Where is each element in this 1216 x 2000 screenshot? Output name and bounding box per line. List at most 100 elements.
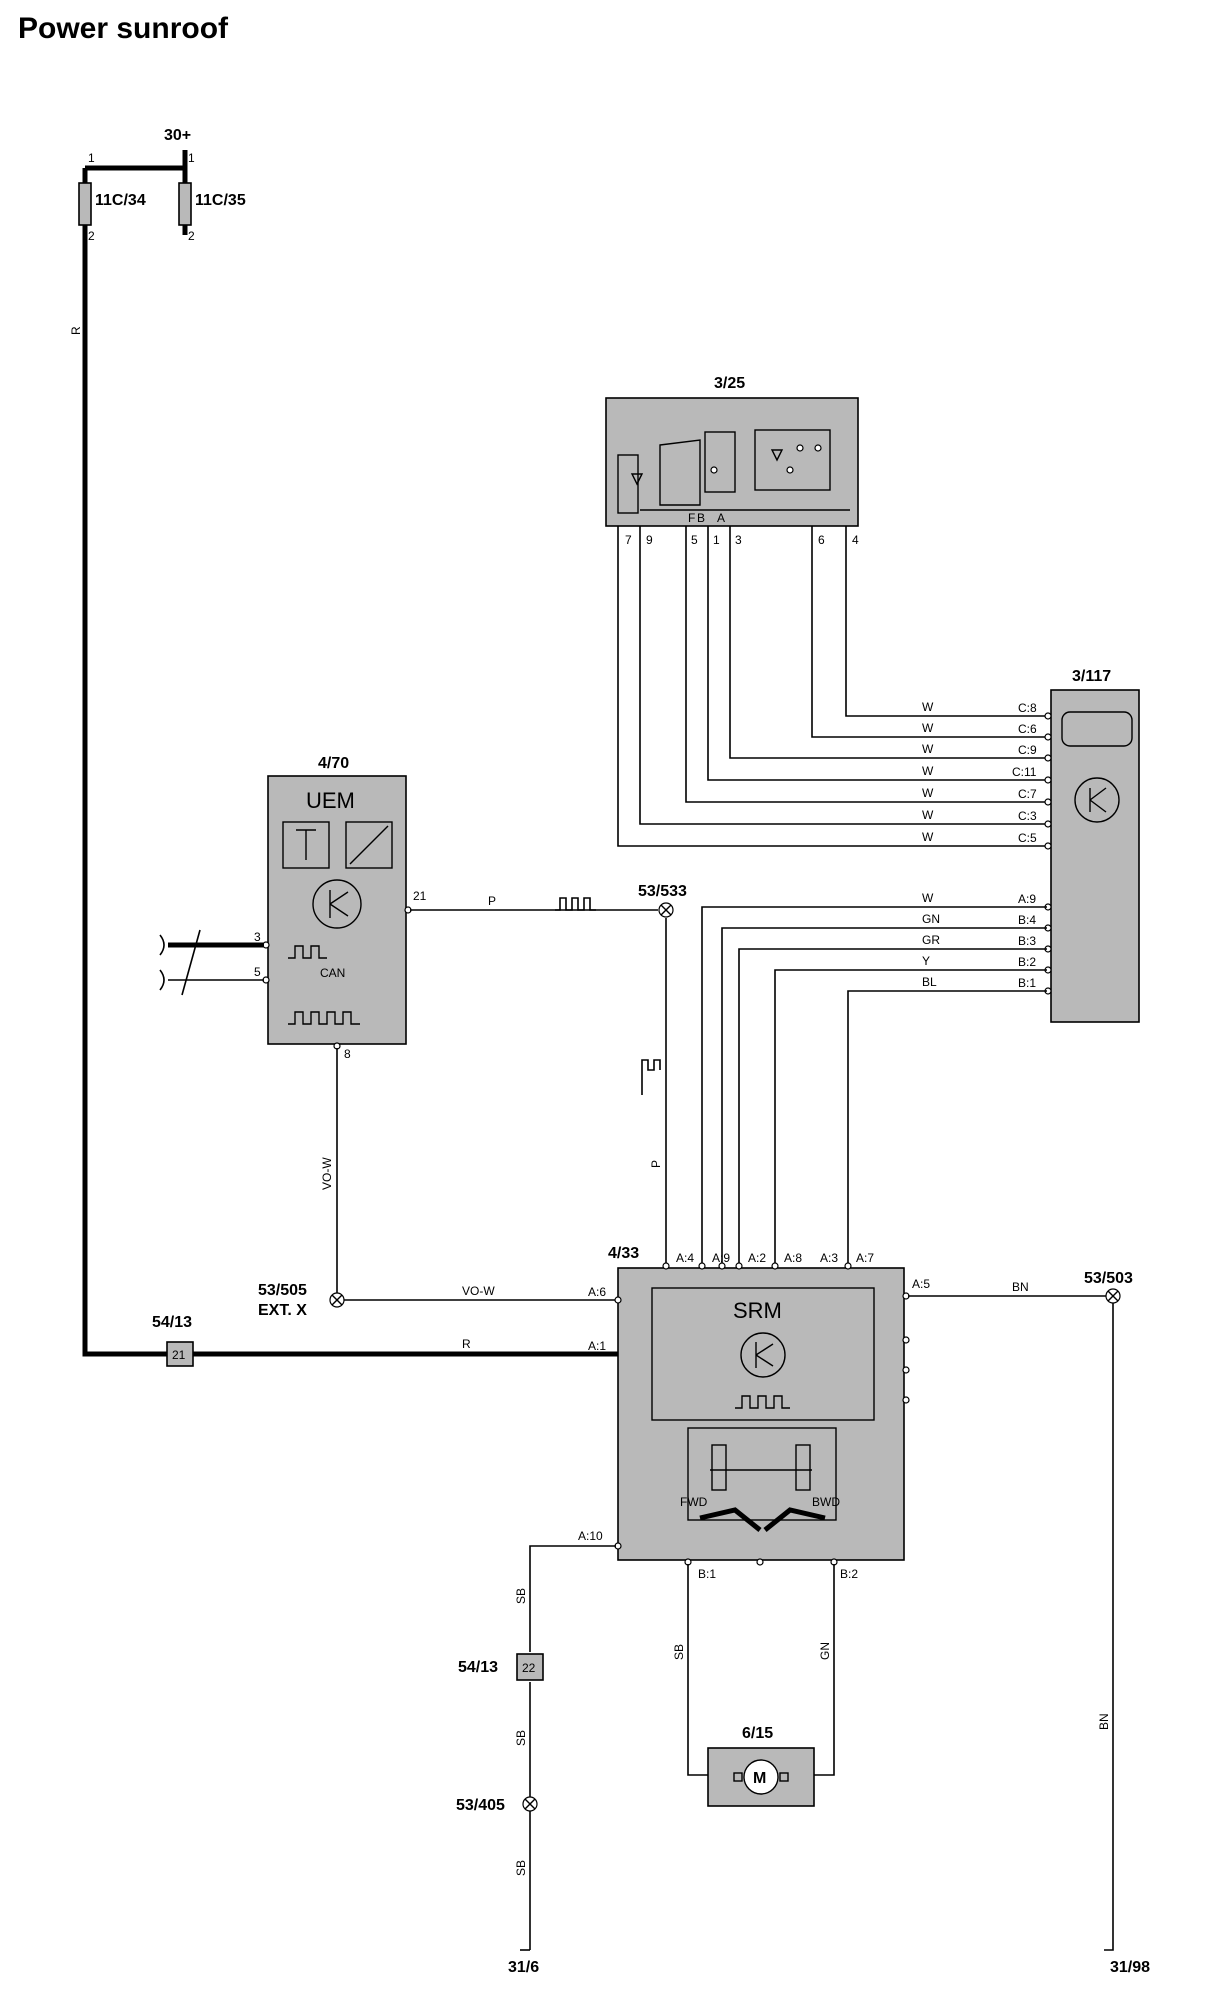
uem-name: UEM bbox=[306, 788, 355, 813]
wire-sb-ground: SB SB SB bbox=[514, 1545, 616, 1951]
svg-text:C:11: C:11 bbox=[1012, 765, 1037, 779]
can-bus-wires bbox=[159, 929, 264, 996]
fuse2-pin1: 1 bbox=[188, 151, 195, 165]
svg-text:F: F bbox=[688, 511, 695, 525]
svg-text:BN: BN bbox=[1097, 1713, 1111, 1730]
svg-text:W: W bbox=[922, 786, 934, 800]
uem-can: CAN bbox=[320, 966, 345, 980]
svg-text:SB: SB bbox=[514, 1730, 528, 1746]
svg-text:3: 3 bbox=[254, 930, 261, 944]
svg-text:GN: GN bbox=[922, 912, 940, 926]
svg-text:P: P bbox=[488, 894, 496, 908]
svg-text:GR: GR bbox=[922, 933, 940, 947]
svg-text:C:8: C:8 bbox=[1018, 701, 1037, 715]
svg-text:A:9: A:9 bbox=[712, 1251, 730, 1265]
svg-text:A:6: A:6 bbox=[588, 1285, 606, 1299]
svg-text:C:3: C:3 bbox=[1018, 809, 1037, 823]
svg-text:A:10: A:10 bbox=[578, 1529, 603, 1543]
svg-text:VO-W: VO-W bbox=[320, 1157, 334, 1190]
svg-text:A:7: A:7 bbox=[856, 1251, 874, 1265]
splice-53-405: 53/405 bbox=[456, 1796, 538, 1814]
motor-ref: 6/15 bbox=[742, 1725, 773, 1742]
svg-text:53/503: 53/503 bbox=[1084, 1270, 1133, 1287]
uem-module: 4/70 UEM CAN 21 3 5 8 bbox=[254, 755, 427, 1061]
svg-text:22: 22 bbox=[522, 1661, 536, 1675]
switch-3-25: 3/25 F B A 7 9 5 1 3 6 4 bbox=[605, 375, 859, 547]
fuse1-pin2: 2 bbox=[88, 229, 95, 243]
wires-switch-to-module: W W W W W W W bbox=[617, 526, 1047, 847]
fuse-11c35 bbox=[178, 182, 192, 226]
svg-text:FWD: FWD bbox=[680, 1495, 708, 1509]
svg-text:W: W bbox=[922, 721, 934, 735]
svg-text:A:8: A:8 bbox=[784, 1251, 802, 1265]
svg-text:A:4: A:4 bbox=[676, 1251, 694, 1265]
module-ref: 3/117 bbox=[1072, 668, 1111, 685]
svg-text:SB: SB bbox=[514, 1588, 528, 1604]
svg-text:A: A bbox=[717, 511, 725, 525]
wires-module-to-srm: W GN GR Y BL bbox=[701, 891, 1047, 1265]
svg-text:C:7: C:7 bbox=[1018, 787, 1037, 801]
svg-text:B:4: B:4 bbox=[1018, 913, 1036, 927]
fuse1-label: 11C/34 bbox=[95, 192, 146, 209]
svg-text:54/13: 54/13 bbox=[458, 1659, 498, 1676]
svg-text:A:1: A:1 bbox=[588, 1339, 606, 1353]
svg-text:W: W bbox=[922, 891, 934, 905]
module-3-117: 3/117 C:8 C:6 C:9 C:11 C:7 C:3 C:5 A:9 B… bbox=[1012, 668, 1140, 1023]
svg-text:A:2: A:2 bbox=[748, 1251, 766, 1265]
fuse1-pin1: 1 bbox=[88, 151, 95, 165]
motor-6-15: 6/15 M bbox=[707, 1725, 815, 1807]
srm-module: 4/33 SRM FWD BWD A:4 A:9 A:2 A:8 A:3 A:7… bbox=[578, 1245, 930, 1581]
svg-text:21: 21 bbox=[172, 1348, 186, 1362]
svg-text:B:3: B:3 bbox=[1018, 934, 1036, 948]
uem-ref: 4/70 bbox=[318, 755, 349, 772]
svg-text:B:2: B:2 bbox=[840, 1567, 858, 1581]
switch-ref: 3/25 bbox=[714, 375, 745, 392]
svg-text:GN: GN bbox=[818, 1642, 832, 1660]
svg-text:P: P bbox=[649, 1160, 663, 1168]
svg-text:A:3: A:3 bbox=[820, 1251, 838, 1265]
svg-text:A:5: A:5 bbox=[912, 1277, 930, 1291]
connector-54-13-22: 54/13 22 bbox=[458, 1653, 544, 1681]
svg-text:W: W bbox=[922, 742, 934, 756]
svg-text:9: 9 bbox=[646, 533, 653, 547]
srm-ref: 4/33 bbox=[608, 1245, 639, 1262]
svg-text:C:5: C:5 bbox=[1018, 831, 1037, 845]
svg-text:BWD: BWD bbox=[812, 1495, 840, 1509]
svg-text:VO-W: VO-W bbox=[462, 1284, 495, 1298]
svg-text:3: 3 bbox=[735, 533, 742, 547]
wire-r-feed: R R bbox=[69, 235, 645, 1357]
svg-text:SB: SB bbox=[672, 1644, 686, 1660]
svg-text:C:6: C:6 bbox=[1018, 722, 1037, 736]
svg-text:53/405: 53/405 bbox=[456, 1797, 505, 1814]
svg-text:53/533: 53/533 bbox=[638, 883, 687, 900]
wire-vo-w: VO-W VO-W bbox=[320, 1048, 618, 1301]
svg-text:1: 1 bbox=[713, 533, 720, 547]
wire-p: P P bbox=[410, 894, 667, 1265]
svg-text:A:9: A:9 bbox=[1018, 892, 1036, 906]
svg-text:4: 4 bbox=[852, 533, 859, 547]
svg-text:BL: BL bbox=[922, 975, 937, 989]
splice-53-533: 53/533 bbox=[638, 883, 687, 918]
svg-text:53/505: 53/505 bbox=[258, 1282, 307, 1299]
motor-symbol: M bbox=[753, 1770, 766, 1787]
svg-text:W: W bbox=[922, 764, 934, 778]
fuse2-label: 11C/35 bbox=[195, 192, 246, 209]
svg-text:B:1: B:1 bbox=[1018, 976, 1036, 990]
svg-text:7: 7 bbox=[625, 533, 632, 547]
svg-text:5: 5 bbox=[254, 965, 261, 979]
srm-name: SRM bbox=[733, 1298, 782, 1323]
connector-54-13-21: 54/13 21 bbox=[152, 1314, 194, 1367]
svg-text:R: R bbox=[69, 326, 83, 335]
wire-bn: BN BN bbox=[908, 1280, 1114, 1951]
svg-text:EXT. X: EXT. X bbox=[258, 1302, 307, 1319]
svg-text:8: 8 bbox=[344, 1047, 351, 1061]
svg-text:5: 5 bbox=[691, 533, 698, 547]
wires-motor: SB GN bbox=[672, 1564, 835, 1776]
page-title: Power sunroof bbox=[18, 12, 229, 45]
ground-31-6: 31/6 bbox=[508, 1959, 539, 1976]
svg-text:W: W bbox=[922, 700, 934, 714]
ground-31-98: 31/98 bbox=[1110, 1959, 1150, 1976]
fuse2-pin2: 2 bbox=[188, 229, 195, 243]
svg-text:B:2: B:2 bbox=[1018, 955, 1036, 969]
